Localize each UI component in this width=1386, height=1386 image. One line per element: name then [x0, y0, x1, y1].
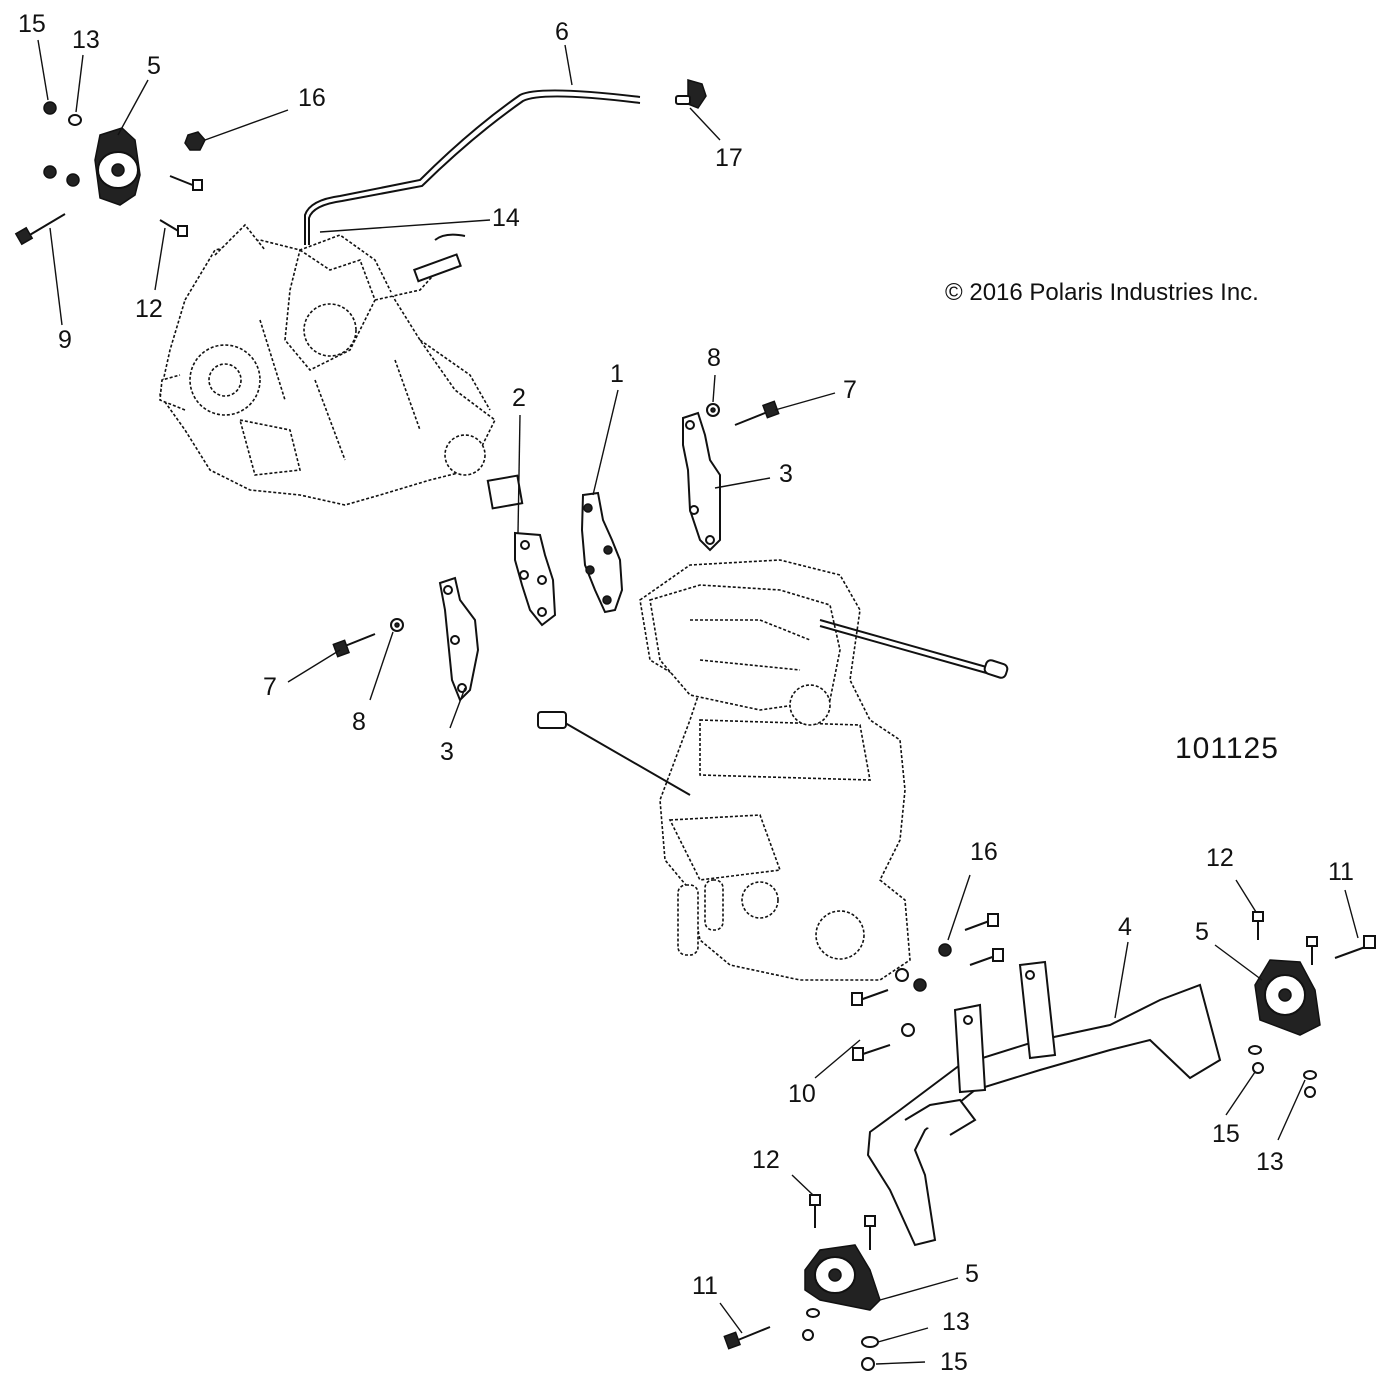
callout-9: 9	[58, 326, 72, 354]
transmission	[159, 223, 524, 510]
hardware-lower	[802, 1308, 879, 1371]
callout-16: 16	[298, 84, 326, 112]
callout-5: 5	[1195, 918, 1209, 946]
bolt-12-right	[1252, 911, 1264, 940]
engine	[537, 559, 1009, 981]
bolt-12-upper	[159, 219, 188, 237]
nut-15-upper	[43, 101, 57, 115]
callout-14: 14	[492, 204, 520, 232]
washer-8-lower	[390, 618, 404, 632]
callout-5: 5	[965, 1260, 979, 1288]
bolt-7-upper	[734, 400, 780, 426]
callout-12: 12	[135, 295, 163, 323]
engine-mount-right	[1254, 959, 1321, 1036]
callout-12: 12	[752, 1146, 780, 1174]
callout-13: 13	[1256, 1148, 1284, 1176]
callout-1: 1	[610, 360, 624, 388]
callout-11: 11	[1328, 858, 1354, 886]
nuts-16-lower	[895, 943, 952, 1037]
engine-mount-lower	[804, 1244, 881, 1311]
callout-17: 17	[715, 144, 743, 172]
fasteners	[14, 101, 1376, 1371]
drawing-number: 101125	[1175, 732, 1279, 765]
bracket-3-upper	[682, 411, 721, 552]
bolt-upper-mount	[169, 175, 203, 191]
hose-fitting	[675, 79, 707, 109]
callout-2: 2	[512, 384, 526, 412]
callout-15: 15	[1212, 1120, 1240, 1148]
breather-hose	[304, 89, 641, 245]
callout-15: 15	[18, 10, 46, 38]
callout-12: 12	[1206, 844, 1234, 872]
callout-3: 3	[440, 738, 454, 766]
leader-lines	[37, 39, 1359, 1365]
bolts-10	[851, 913, 1004, 1061]
bolt-11-lower	[723, 1326, 771, 1350]
nut-16-upper	[184, 131, 206, 151]
callout-8: 8	[352, 708, 366, 736]
callout-3: 3	[779, 460, 793, 488]
callout-15: 15	[940, 1348, 968, 1376]
callout-6: 6	[555, 18, 569, 46]
callout-16: 16	[970, 838, 998, 866]
callout-7: 7	[843, 376, 857, 404]
callout-5: 5	[147, 52, 161, 80]
washer-13-upper	[68, 114, 82, 126]
bolt-7-lower	[332, 633, 376, 658]
callout-7: 7	[263, 673, 277, 701]
washer-8-upper	[706, 403, 720, 417]
bolt-lower-mount	[864, 1215, 876, 1250]
engine-mount-upper-left	[94, 127, 141, 206]
copyright-notice: © 2016 Polaris Industries Inc.	[945, 279, 1259, 306]
bolt-right-mount	[1306, 936, 1318, 965]
callout-13: 13	[942, 1308, 970, 1336]
bolt-12-lower	[809, 1194, 821, 1228]
callout-13: 13	[72, 26, 100, 54]
hardware-right	[1248, 1045, 1317, 1098]
bracket-1	[580, 491, 624, 614]
bracket-2	[514, 531, 557, 627]
bolt-9	[14, 213, 66, 246]
bracket-3-lower	[438, 576, 480, 702]
nuts-upper	[43, 165, 80, 187]
engine-mount-crossmember	[866, 960, 1222, 1247]
callout-11: 11	[692, 1272, 718, 1300]
callout-labels: 15 13 5 16 6 17 14 12 9 8 7 1 2 3 7 8 3 …	[18, 10, 1354, 1376]
callout-4: 4	[1118, 913, 1132, 941]
callout-10: 10	[788, 1080, 816, 1108]
bolt-11-right	[1334, 935, 1376, 959]
callout-8: 8	[707, 344, 721, 372]
